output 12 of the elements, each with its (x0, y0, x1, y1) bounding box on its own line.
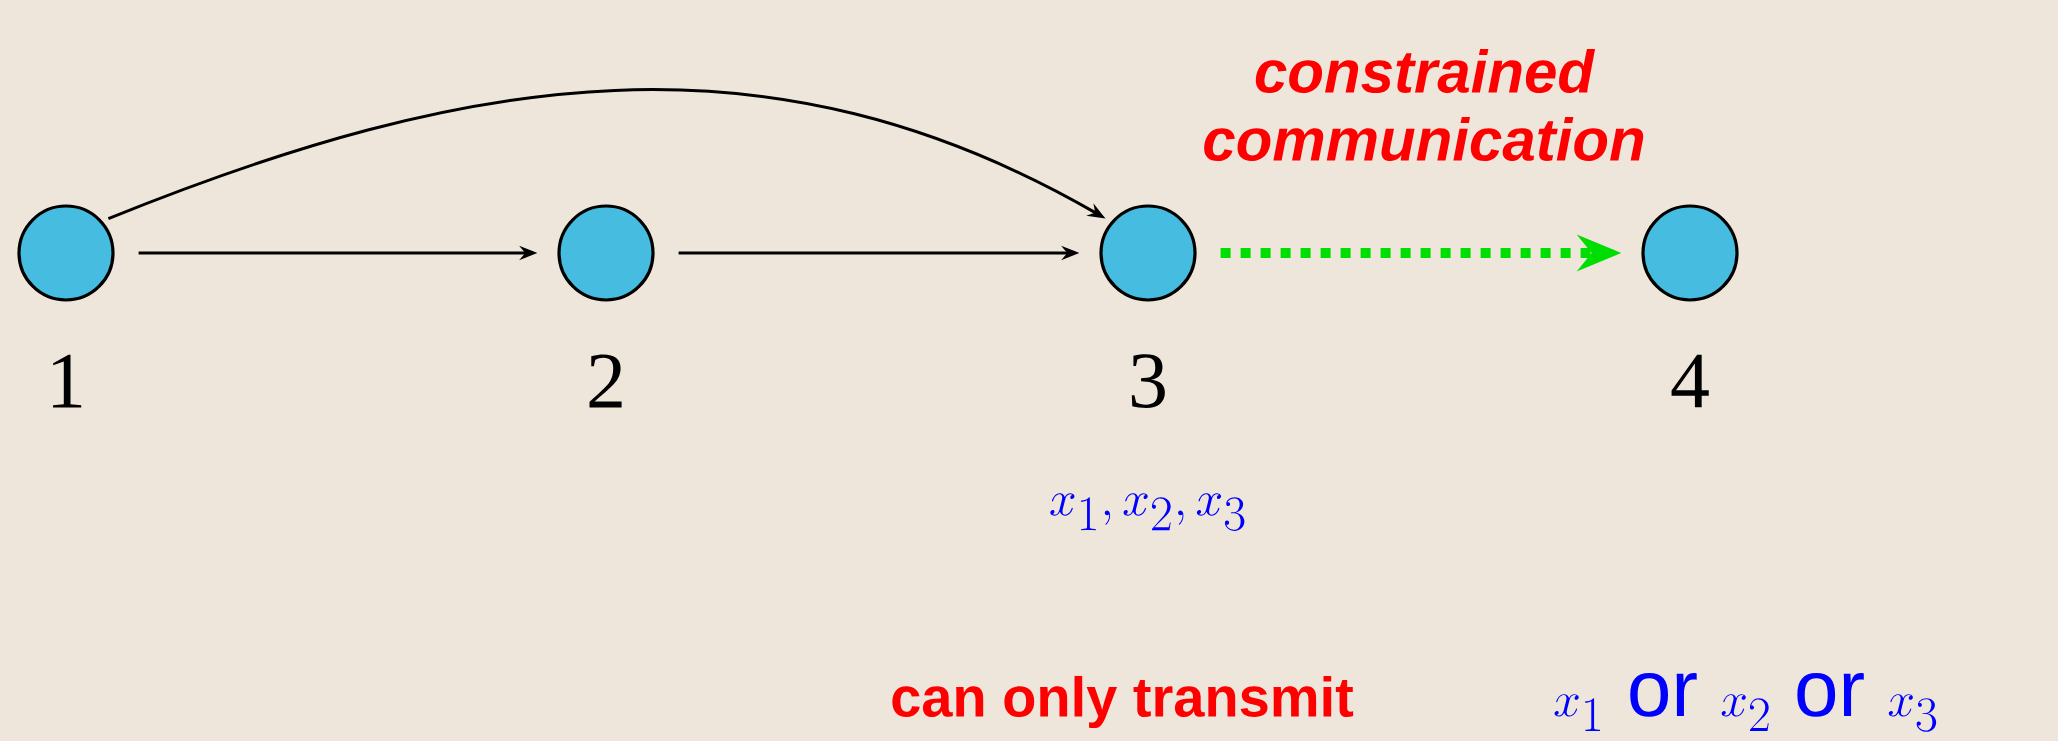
note-text: constrained communication (1204, 49, 1644, 162)
node-circle (1641, 204, 1739, 302)
math-label: $x_1, x_2, x_3$ (1050, 493, 1245, 531)
note-text: can only transmit (892, 675, 1354, 729)
node-number: 1 (53, 354, 82, 408)
node-number: 4 (1671, 354, 1709, 408)
math-label: $x_1 \mathrm{~or~} x_2 \mathrm{~or~} x_3$ (1554, 673, 1937, 732)
node-circle (557, 204, 655, 302)
node-number: 2 (589, 354, 622, 408)
node-circle (17, 204, 115, 302)
node-number: 3 (1131, 354, 1165, 408)
node-circle (1099, 204, 1197, 302)
